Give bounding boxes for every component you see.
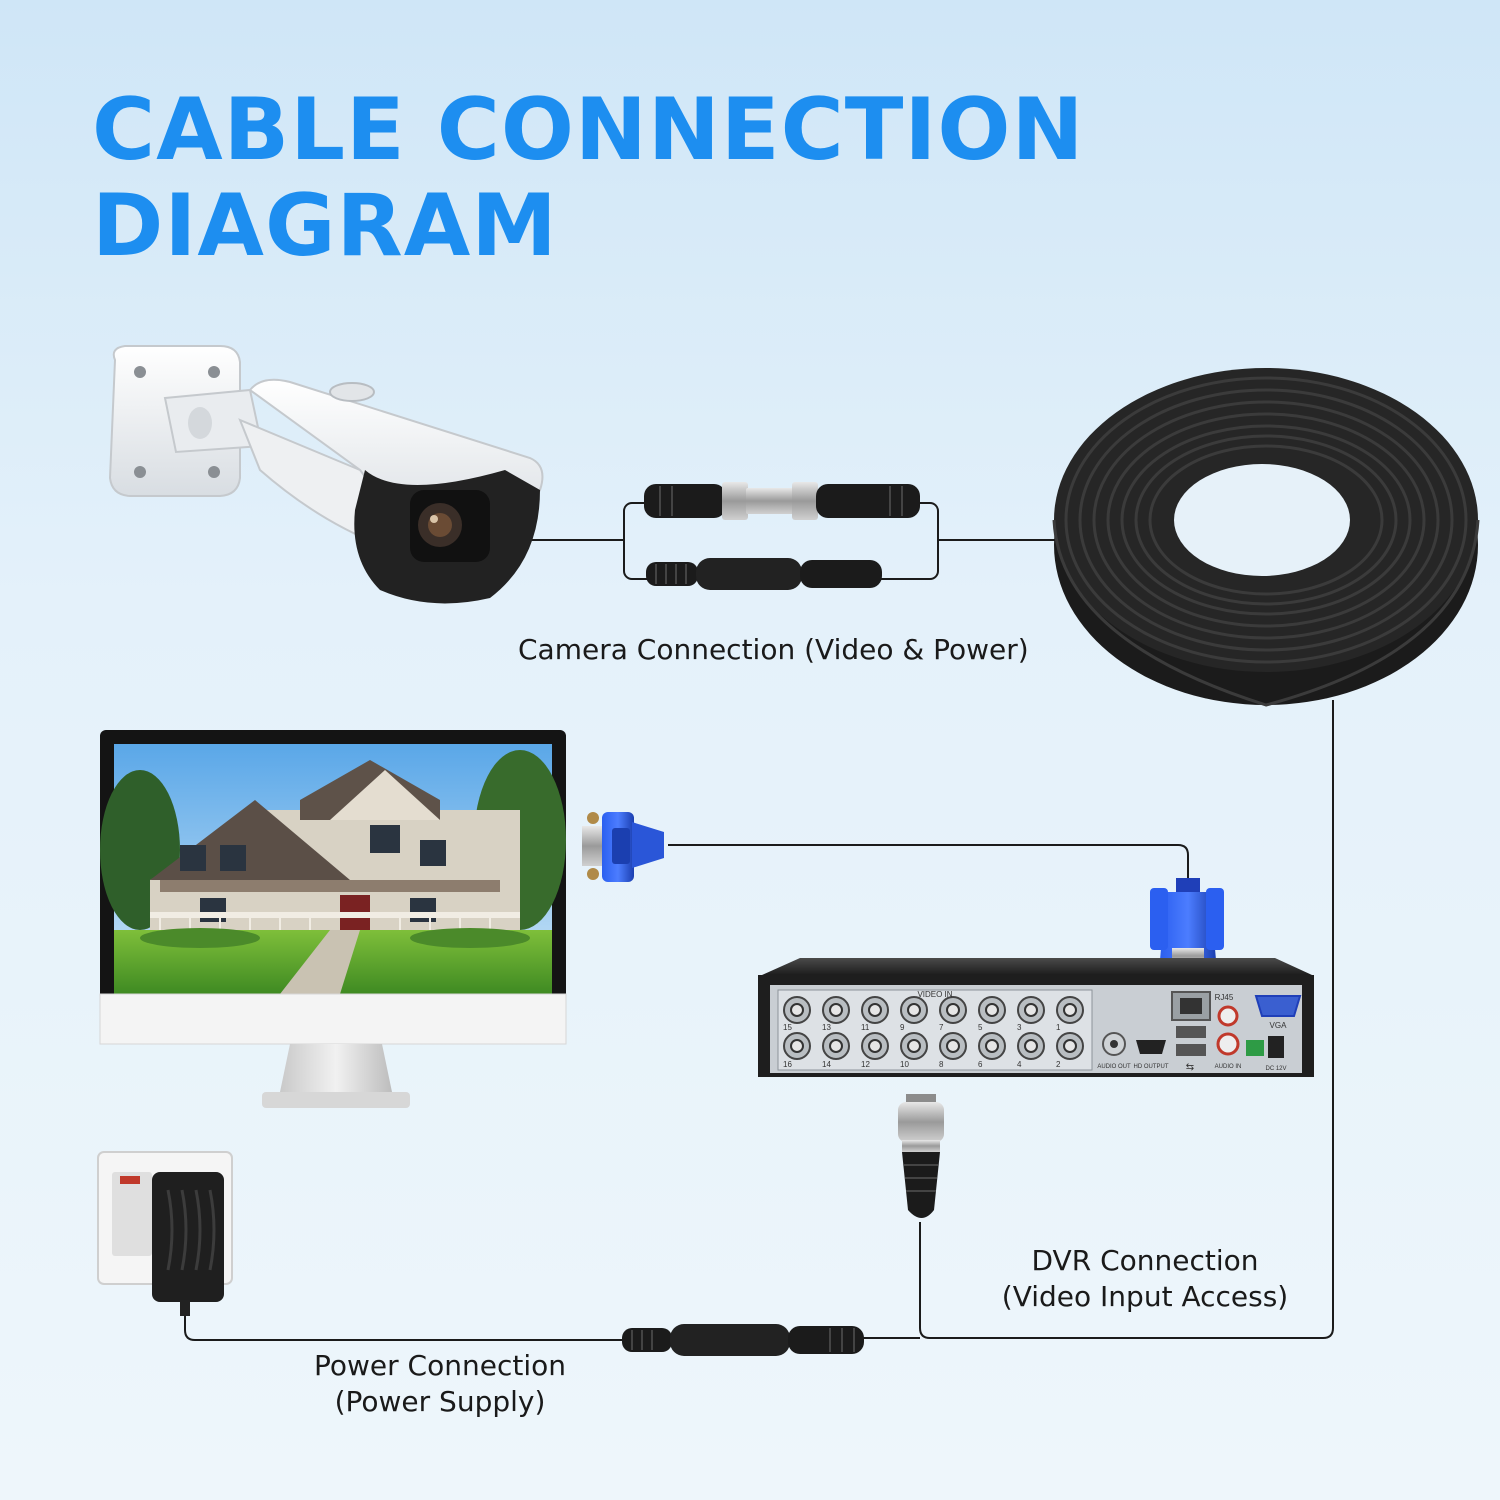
bnc-port xyxy=(1056,996,1084,1024)
bullet-camera xyxy=(108,345,544,604)
port-number: 13 xyxy=(822,1023,831,1032)
vga-connector-dvr xyxy=(1150,878,1224,964)
bnc-port xyxy=(861,996,889,1024)
bnc-port xyxy=(1017,996,1045,1024)
title-line-2: DIAGRAM xyxy=(92,176,558,276)
port-number: 6 xyxy=(978,1060,983,1069)
dc-label: DC 12V xyxy=(1265,1066,1286,1072)
rj45-label: RJ45 xyxy=(1215,993,1234,1002)
diagram-title: CABLE CONNECTION DIAGRAM xyxy=(92,82,1092,274)
port-number: 7 xyxy=(939,1023,944,1032)
video-in-label: VIDEO IN xyxy=(917,990,952,999)
bnc-port xyxy=(978,1032,1006,1060)
power-connection-label-line-1: Power Connection xyxy=(314,1349,566,1382)
camera-connection-label: Camera Connection (Video & Power) xyxy=(518,633,1029,666)
video-in-ports-top xyxy=(783,996,1084,1024)
dc-power-connector xyxy=(646,558,882,590)
bnc-port xyxy=(822,996,850,1024)
usb-icon: ⇆ xyxy=(1186,1062,1194,1073)
bnc-port xyxy=(978,996,1006,1024)
dvr-connection-label: DVR Connection (Video Input Access) xyxy=(985,1243,1305,1315)
bnc-port xyxy=(939,996,967,1024)
monitor-to-dvr-vga-line xyxy=(668,844,1189,880)
port-number: 14 xyxy=(822,1060,831,1069)
bnc-port xyxy=(822,1032,850,1060)
port-number: 16 xyxy=(783,1060,792,1069)
title-line-1: CABLE CONNECTION xyxy=(92,80,1085,180)
bnc-port xyxy=(1017,1032,1045,1060)
bnc-port xyxy=(861,1032,889,1060)
port-number: 11 xyxy=(861,1023,870,1032)
port-number: 15 xyxy=(783,1023,792,1032)
video-in-ports-bottom xyxy=(783,1032,1084,1060)
vga-connector-monitor xyxy=(582,812,664,882)
port-numbers-bottom: 16 14 12 10 8 6 4 2 xyxy=(783,1060,1061,1069)
port-number: 2 xyxy=(1056,1060,1061,1069)
power-line xyxy=(184,1300,625,1341)
vga-label: VGA xyxy=(1270,1021,1288,1030)
port-number: 3 xyxy=(1017,1023,1022,1032)
port-number: 1 xyxy=(1056,1023,1061,1032)
bnc-port xyxy=(783,1032,811,1060)
power-adapter xyxy=(97,1151,233,1316)
port-number: 8 xyxy=(939,1060,944,1069)
dvr-connection-label-line-1: DVR Connection xyxy=(1031,1244,1259,1277)
bnc-port xyxy=(1056,1032,1084,1060)
bnc-video-connector xyxy=(644,482,920,520)
port-number: 5 xyxy=(978,1023,983,1032)
power-connection-label-line-2: (Power Supply) xyxy=(334,1385,546,1418)
port-number: 4 xyxy=(1017,1060,1022,1069)
bnc-connector-dvr xyxy=(898,1094,944,1218)
port-number: 10 xyxy=(900,1060,909,1069)
bnc-port xyxy=(900,1032,928,1060)
dvr-connection-label-line-2: (Video Input Access) xyxy=(1001,1280,1289,1313)
bnc-port xyxy=(939,1032,967,1060)
dvr-recorder: 15 13 11 9 7 5 3 1 16 14 12 10 8 6 4 2 VIDEO IN AUDIO … xyxy=(758,958,1314,1077)
connection-lines xyxy=(184,502,1334,1341)
hd-output-label: HD OUTPUT xyxy=(1134,1064,1169,1070)
monitor xyxy=(99,730,567,1108)
port-number: 9 xyxy=(900,1023,905,1032)
port-number: 12 xyxy=(861,1060,870,1069)
bnc-port xyxy=(783,996,811,1024)
audio-out-label: AUDIO OUT xyxy=(1097,1064,1131,1070)
power-inline-connector xyxy=(622,1324,864,1356)
power-connection-label: Power Connection (Power Supply) xyxy=(300,1348,580,1420)
reel-to-dvr-line xyxy=(919,700,1334,1339)
port-numbers-top: 15 13 11 9 7 5 3 1 xyxy=(783,1023,1061,1032)
audio-in-label: AUDIO IN xyxy=(1215,1064,1242,1070)
cable-reel xyxy=(1052,368,1480,707)
bnc-port xyxy=(900,996,928,1024)
